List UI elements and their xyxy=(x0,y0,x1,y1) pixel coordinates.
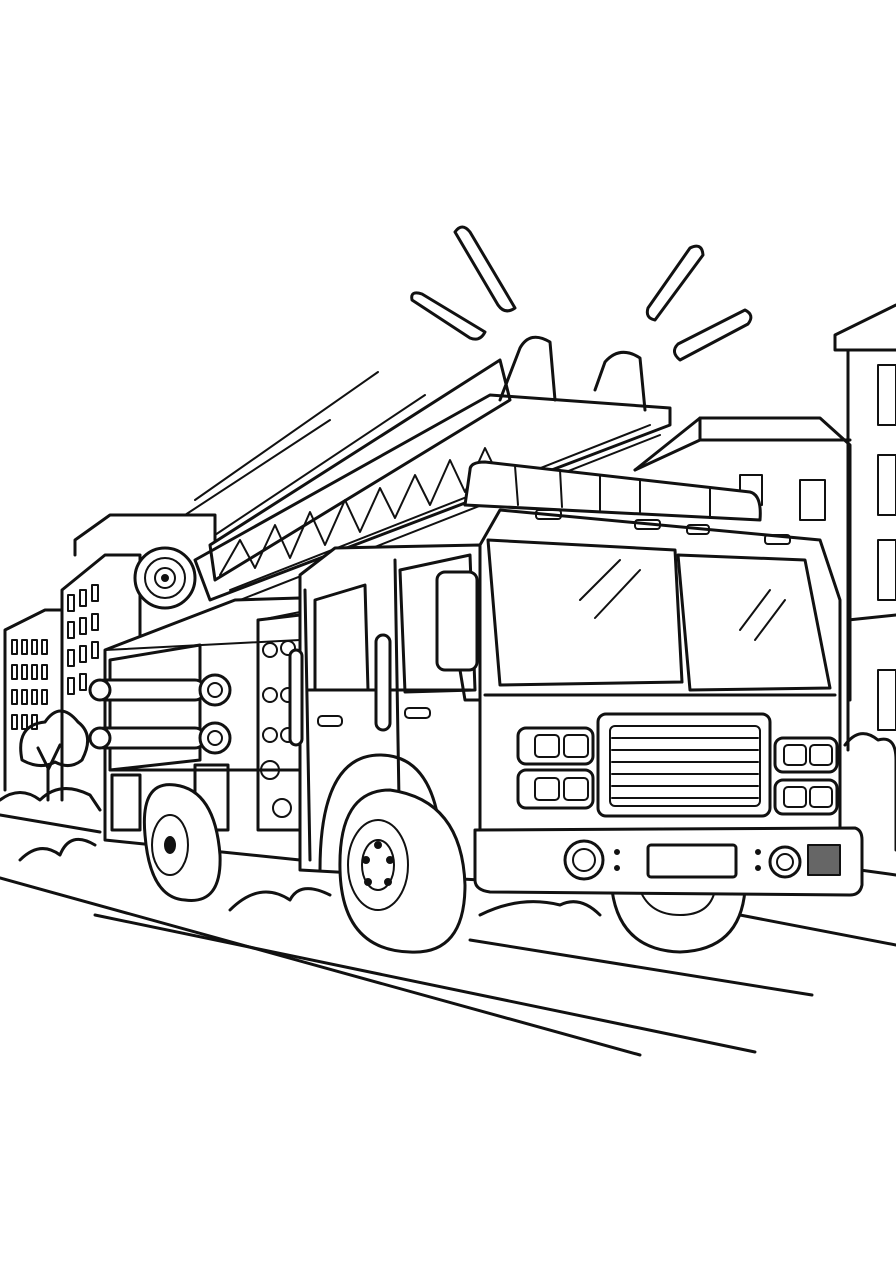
ladder xyxy=(193,335,672,602)
tree xyxy=(0,709,102,812)
truck-cab-side xyxy=(288,543,482,882)
roof-tank xyxy=(463,460,762,522)
buildings-right xyxy=(633,303,896,852)
road-lines xyxy=(0,813,896,1057)
grille xyxy=(596,712,772,818)
truck-cab-front xyxy=(478,508,842,882)
headlights xyxy=(516,726,839,816)
speed-lines xyxy=(184,371,426,536)
siren-burst-icon xyxy=(410,225,753,362)
buildings-left xyxy=(3,513,217,802)
front-bumper xyxy=(473,826,864,897)
front-right-wheel xyxy=(610,888,747,954)
front-wheel xyxy=(318,753,467,954)
rear-wheel xyxy=(142,783,222,902)
hose-reel xyxy=(133,546,197,610)
license-plate xyxy=(646,843,738,879)
